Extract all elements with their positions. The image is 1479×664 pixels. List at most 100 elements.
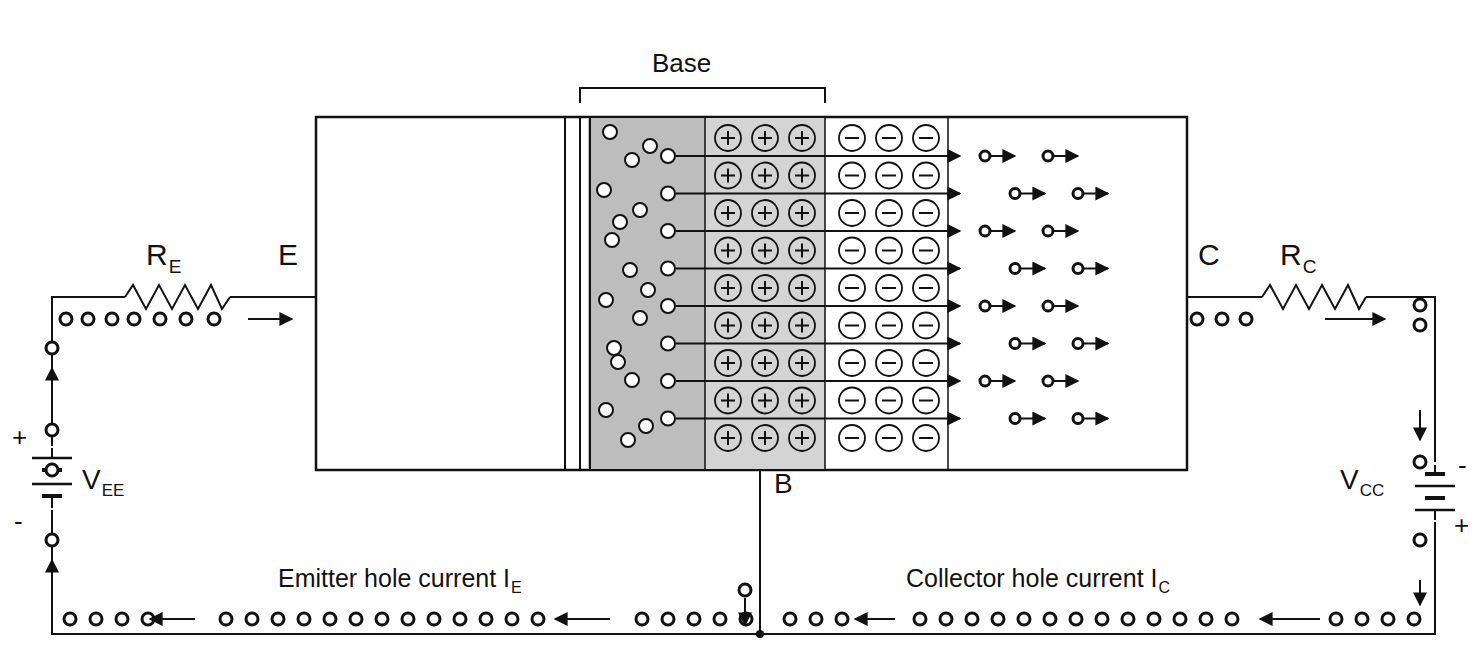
- hole: [639, 419, 653, 433]
- hole: [633, 311, 647, 325]
- hole: [180, 313, 192, 325]
- positive-ion: [758, 206, 772, 220]
- negative-ion: [845, 250, 859, 252]
- hole: [980, 151, 990, 161]
- flow-arrow: [1021, 268, 1045, 270]
- wire: [52, 297, 125, 448]
- flow-arrow: [1084, 268, 1108, 270]
- hole: [1216, 313, 1228, 325]
- hole: [106, 313, 118, 325]
- hole: [1408, 613, 1420, 625]
- positive-ion: [715, 238, 741, 264]
- negative-ion: [845, 175, 859, 177]
- flow-arrow: [1054, 305, 1078, 307]
- negative-ion: [839, 200, 865, 226]
- drawing-stroke: [30, 446, 74, 510]
- hole: [532, 613, 544, 625]
- hole: [428, 613, 440, 625]
- hole: [661, 187, 675, 201]
- hole: [208, 313, 220, 325]
- positive-ion: [789, 200, 815, 226]
- positive-ion: [795, 206, 809, 220]
- positive-ion: [715, 125, 741, 151]
- hole: [643, 139, 657, 153]
- hole: [90, 613, 102, 625]
- negative-ion: [839, 350, 865, 376]
- label: E: [278, 240, 298, 270]
- flow-arrow: [51, 560, 53, 585]
- label: +: [1454, 512, 1469, 538]
- negative-ion: [882, 137, 896, 139]
- positive-ion: [795, 169, 809, 183]
- positive-ion: [715, 200, 741, 226]
- flow-arrow: [1260, 618, 1320, 620]
- hole: [1010, 264, 1020, 274]
- negative-ion: [882, 437, 896, 439]
- hole: [661, 299, 675, 313]
- negative-ion: [876, 125, 902, 151]
- negative-ion: [839, 125, 865, 151]
- hole: [1356, 613, 1368, 625]
- negative-ion: [882, 250, 896, 252]
- positive-ion: [789, 275, 815, 301]
- hole: [324, 613, 336, 625]
- flow-arrow: [1054, 230, 1078, 232]
- hole: [810, 613, 822, 625]
- flow-arrow: [676, 343, 960, 345]
- flow-arrow: [1325, 318, 1385, 320]
- hole: [1191, 313, 1203, 325]
- negative-ion: [882, 287, 896, 289]
- battery-symbol: [30, 446, 74, 510]
- flow-arrow: [1021, 418, 1045, 420]
- hole: [1414, 534, 1426, 546]
- drawing-stroke: [715, 125, 939, 451]
- hole: [1330, 613, 1342, 625]
- positive-ion: [795, 281, 809, 295]
- negative-ion: [919, 400, 933, 402]
- positive-ion: [715, 425, 741, 451]
- hole: [1070, 613, 1082, 625]
- hole: [154, 313, 166, 325]
- hole: [661, 374, 675, 388]
- subscript-label: E: [511, 580, 522, 596]
- hole: [661, 412, 675, 426]
- junction-line: [579, 117, 581, 470]
- hole: [402, 613, 414, 625]
- label: +: [12, 424, 27, 450]
- hole: [1043, 226, 1053, 236]
- positive-ion: [721, 394, 735, 408]
- base-depletion: [705, 118, 825, 469]
- hole: [480, 613, 492, 625]
- hole: [605, 233, 619, 247]
- hole: [1043, 376, 1053, 386]
- negative-ion: [882, 175, 896, 177]
- flow-arrow: [555, 618, 610, 620]
- hole: [506, 613, 518, 625]
- hole: [603, 125, 617, 139]
- positive-ion: [758, 131, 772, 145]
- hole: [1414, 319, 1426, 331]
- flow-arrow: [248, 318, 292, 320]
- subscript-label: EE: [102, 482, 125, 499]
- junction-line: [564, 117, 566, 470]
- hole: [64, 613, 76, 625]
- positive-ion: [758, 169, 772, 183]
- junction-line: [947, 117, 949, 470]
- negative-ion: [919, 362, 933, 364]
- drawing-stroke: [51, 496, 53, 508]
- wire: [230, 296, 316, 298]
- negative-ion: [913, 163, 939, 189]
- negative-ion: [839, 163, 865, 189]
- positive-ion: [795, 394, 809, 408]
- hole: [688, 613, 700, 625]
- hole: [914, 613, 926, 625]
- resistor-symbol: [1262, 285, 1366, 309]
- hole: [625, 373, 639, 387]
- hole: [992, 613, 1004, 625]
- negative-ion: [913, 388, 939, 414]
- flow-arrow: [676, 155, 960, 157]
- positive-ion: [795, 131, 809, 145]
- flow-arrow: [676, 268, 960, 270]
- resistor-symbol: [125, 285, 230, 309]
